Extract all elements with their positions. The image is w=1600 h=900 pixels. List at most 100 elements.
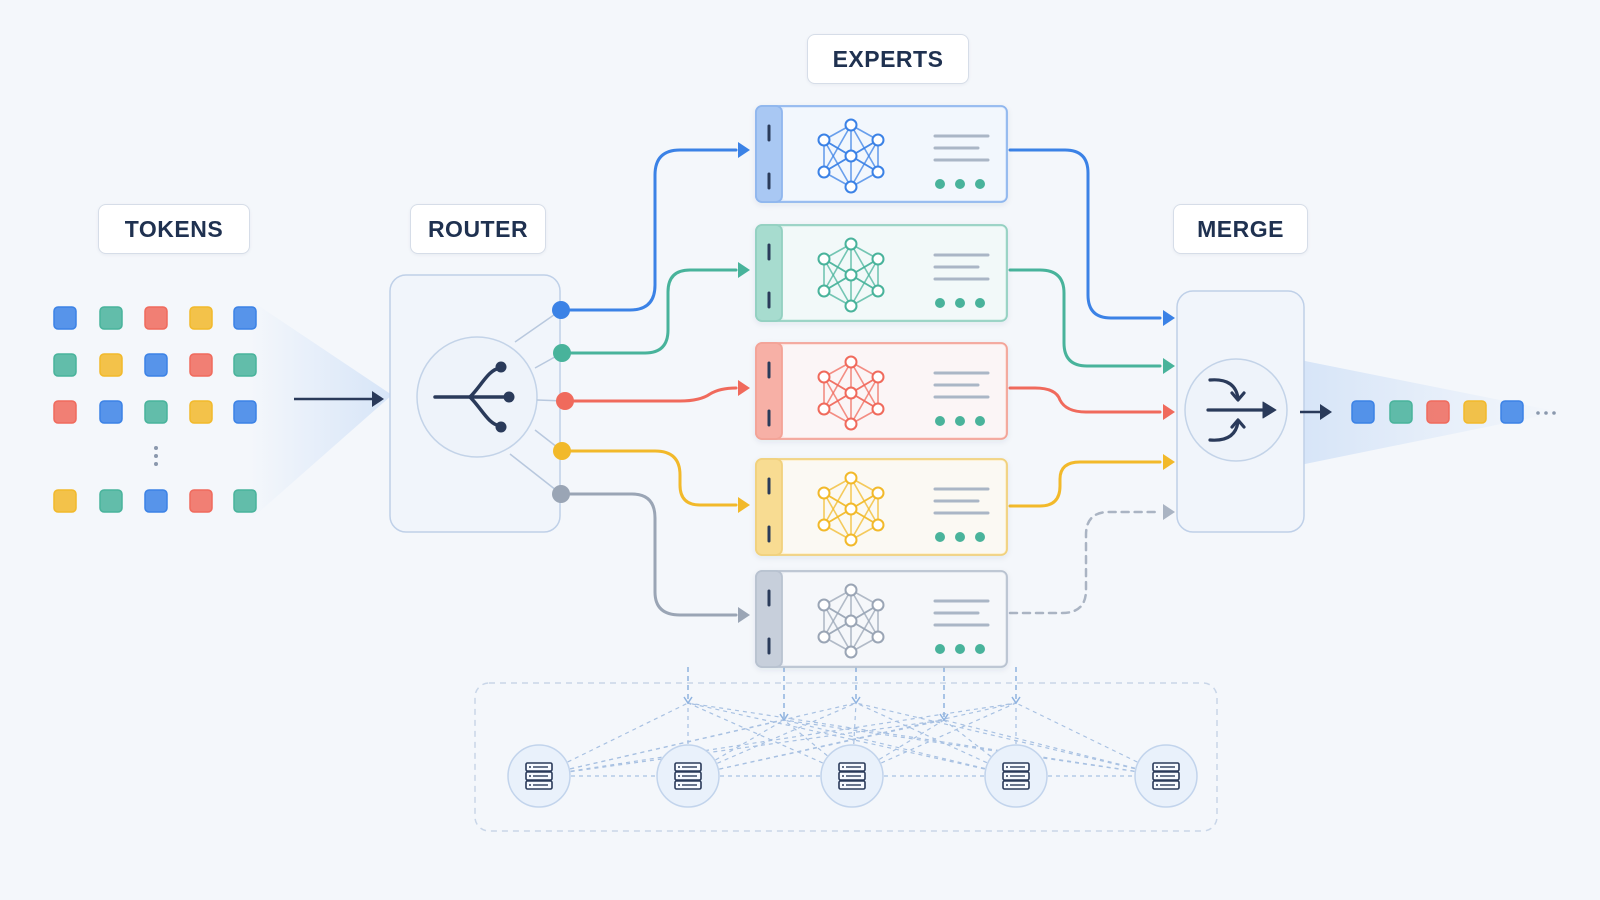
branch-node <box>495 421 507 433</box>
neural-network-icon <box>817 355 885 431</box>
route-line <box>1008 148 1162 320</box>
network-node <box>871 165 885 179</box>
network-link <box>855 702 1167 777</box>
ellipsis-dot <box>1536 411 1540 415</box>
network-node <box>817 402 831 416</box>
server-rack-icon <box>525 762 553 790</box>
route-line <box>1008 268 1162 368</box>
network-node <box>871 133 885 147</box>
route-line <box>1008 386 1162 414</box>
expert-box <box>755 342 1008 440</box>
status-dot <box>935 179 945 189</box>
token-square <box>144 306 168 330</box>
token-square <box>53 306 77 330</box>
token-square <box>189 353 213 377</box>
ellipsis-dot <box>1544 411 1548 415</box>
token-square <box>233 353 257 377</box>
merge-arrows-icon <box>1206 378 1277 442</box>
network-node <box>871 486 885 500</box>
expert-box <box>755 105 1008 203</box>
router-connector <box>514 309 562 343</box>
arrowhead <box>372 391 384 407</box>
ellipsis-dot <box>154 454 158 458</box>
network-node <box>817 284 831 298</box>
token-square <box>233 306 257 330</box>
router-connector <box>509 453 562 495</box>
status-dot <box>975 179 985 189</box>
token-square <box>144 489 168 513</box>
network-link <box>538 702 1017 777</box>
status-dot <box>955 298 965 308</box>
expert-panel <box>782 345 1005 437</box>
network-node <box>844 180 858 194</box>
network-node <box>871 518 885 532</box>
network-node <box>844 583 858 597</box>
network-link <box>687 702 857 777</box>
token-square <box>99 400 123 424</box>
input-glow <box>250 300 392 520</box>
ellipsis-dot <box>154 462 158 466</box>
token-square <box>53 489 77 513</box>
network-node <box>871 252 885 266</box>
neural-network-icon <box>817 471 885 547</box>
status-dot <box>935 298 945 308</box>
server-node <box>820 744 884 808</box>
token-square <box>233 400 257 424</box>
network-node <box>871 402 885 416</box>
arrowhead <box>1163 504 1175 520</box>
arrowhead <box>738 262 750 278</box>
token-square <box>99 353 123 377</box>
router-port <box>553 344 571 362</box>
network-node <box>817 630 831 644</box>
arrowhead <box>738 380 750 396</box>
route-line <box>572 386 738 403</box>
status-dot <box>975 532 985 542</box>
network-node <box>844 237 858 251</box>
status-dot <box>975 416 985 426</box>
token-square <box>144 353 168 377</box>
token-square <box>53 400 77 424</box>
router-label: ROUTER <box>410 204 546 254</box>
expert-panel <box>782 573 1005 665</box>
branch-node <box>503 391 515 403</box>
network-node <box>871 630 885 644</box>
network-node <box>844 645 858 659</box>
network-node <box>844 149 858 163</box>
network-node <box>844 299 858 313</box>
network-link <box>783 719 853 777</box>
output-token-square <box>1426 400 1450 424</box>
expert-stripe <box>755 570 783 668</box>
network-node <box>817 370 831 384</box>
network-node <box>844 118 858 132</box>
expert-stripe <box>755 105 783 203</box>
server-node <box>507 744 571 808</box>
network-node <box>844 417 858 431</box>
arrowhead <box>738 497 750 513</box>
server-rack-icon <box>1152 762 1180 790</box>
network-node <box>844 268 858 282</box>
branch-split-icon <box>433 361 515 433</box>
status-dot <box>975 298 985 308</box>
inactive-route-line <box>1008 510 1162 615</box>
arrowhead <box>1163 404 1175 420</box>
expert-box <box>755 570 1008 668</box>
network-link <box>851 702 1017 777</box>
network-node <box>871 370 885 384</box>
arrowhead <box>1163 358 1175 374</box>
output-token-square <box>1351 400 1375 424</box>
output-token-square <box>1500 400 1524 424</box>
route-line <box>1008 460 1162 508</box>
network-link <box>538 719 945 777</box>
token-square <box>233 489 257 513</box>
router-port <box>552 301 570 319</box>
ellipsis-dot <box>154 446 158 450</box>
output-token-square <box>1389 400 1413 424</box>
token-square <box>99 306 123 330</box>
network-link <box>687 702 853 777</box>
status-dot <box>955 179 965 189</box>
status-dot <box>955 532 965 542</box>
network-node <box>844 502 858 516</box>
link-arrow <box>779 713 789 722</box>
